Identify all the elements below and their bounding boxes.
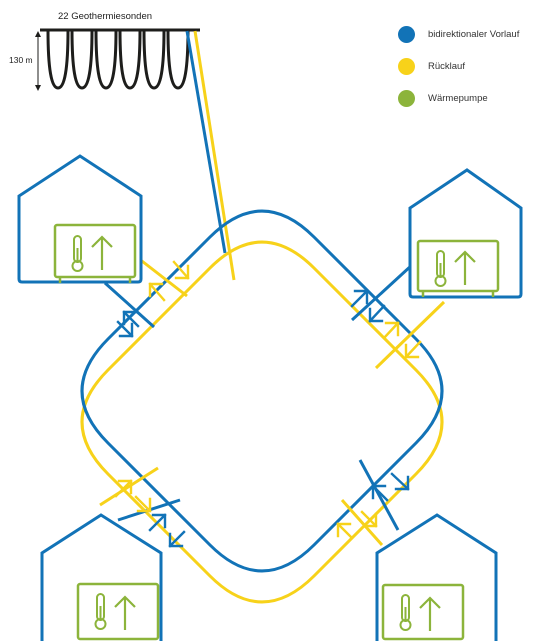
- arrow-up-icon: [91, 235, 113, 270]
- probe-depth-label: 130 m: [9, 55, 33, 65]
- arrow-return: [360, 510, 378, 528]
- arrow-up-icon: [454, 250, 476, 285]
- legend: bidirektionaler Vorlauf Rücklauf Wärmepu…: [398, 18, 538, 114]
- probe-loops: [46, 29, 190, 90]
- arrow-return: [114, 479, 133, 498]
- legend-label-heat-pump: Wärmepumpe: [428, 92, 488, 104]
- arrow-return: [382, 321, 400, 340]
- arrow-return: [134, 495, 152, 513]
- legend-item-return: Rücklauf: [398, 50, 538, 82]
- arrow-supply: [350, 289, 369, 308]
- probe-field-title: 22 Geothermiesonden: [58, 11, 153, 22]
- arrow-return: [148, 282, 166, 302]
- legend-dot-heat-pump: [398, 89, 415, 107]
- legend-label-return: Rücklauf: [428, 60, 465, 72]
- arrow-supply: [148, 513, 167, 532]
- legend-dot-return: [398, 57, 415, 75]
- legend-item-supply: bidirektionaler Vorlauf: [398, 18, 538, 50]
- legend-label-supply: bidirektionaler Vorlauf: [428, 28, 520, 40]
- branch-top-right: [350, 263, 446, 370]
- arrow-up-icon: [114, 595, 136, 630]
- arrow-supply: [122, 310, 140, 328]
- heat-pump-unit: [416, 239, 500, 297]
- house-top-right: [408, 168, 523, 299]
- arrow-supply: [390, 472, 410, 491]
- return-ring: [80, 240, 444, 604]
- house-top-left: [17, 154, 143, 284]
- probe-supply-line: [185, 30, 227, 254]
- heat-pump-unit: [53, 223, 137, 283]
- arrow-supply: [371, 484, 389, 502]
- arrow-return: [404, 340, 422, 359]
- supply-ring: [80, 209, 444, 573]
- heat-pump-unit: [76, 582, 160, 641]
- probe-return-line: [193, 30, 236, 281]
- heat-pump-unit: [381, 583, 465, 641]
- depth-dimension: [35, 31, 41, 91]
- arrow-supply: [368, 304, 386, 323]
- arrow-supply: [116, 320, 134, 338]
- arrow-return: [172, 260, 190, 280]
- house-bottom-right: [375, 513, 498, 641]
- arrow-up-icon: [419, 596, 441, 631]
- arrow-return: [336, 522, 354, 540]
- branch-bottom-right: [340, 459, 400, 546]
- arrow-supply: [168, 530, 186, 548]
- geothermal-probe-field: [35, 28, 200, 91]
- legend-item-heat-pump: Wärmepumpe: [398, 82, 538, 114]
- flow-arrows: [114, 260, 422, 548]
- house-bottom-left: [40, 513, 163, 641]
- legend-dot-supply: [398, 25, 415, 43]
- branch-top-left: [103, 256, 188, 329]
